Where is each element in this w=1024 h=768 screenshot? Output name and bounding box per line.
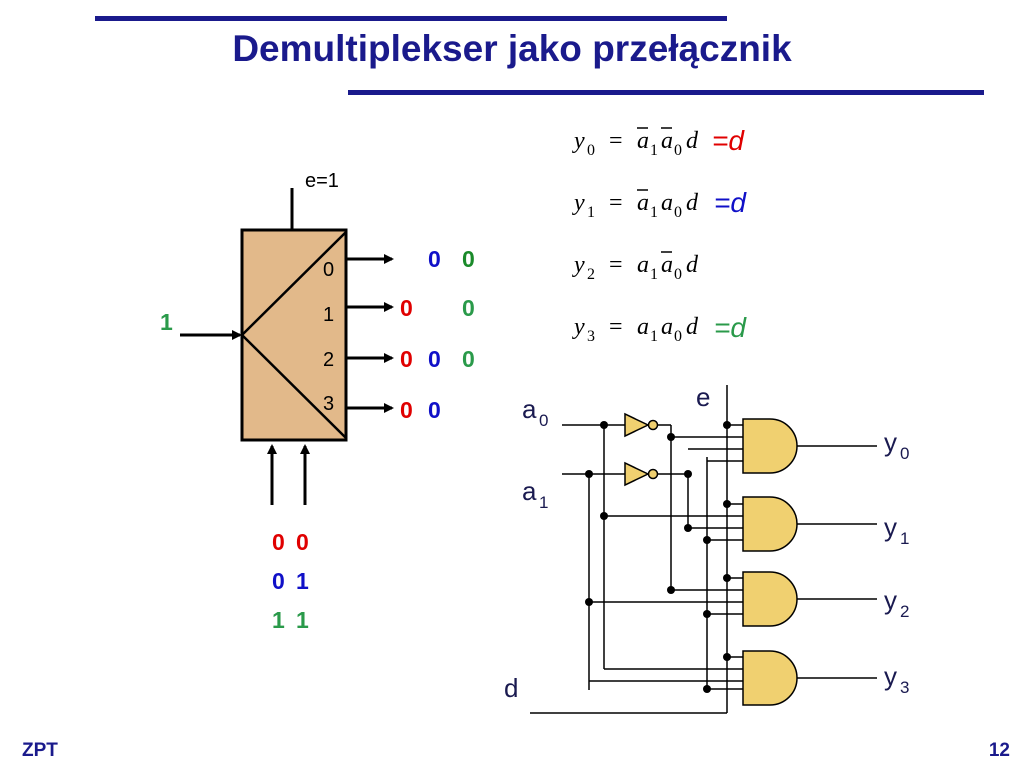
out2-blue: 0 xyxy=(428,346,441,372)
svg-text:=: = xyxy=(609,252,623,278)
out1-green: 0 xyxy=(462,295,475,321)
page-number: 12 xyxy=(988,740,1010,761)
y2-label: y xyxy=(884,585,897,615)
svg-text:a: a xyxy=(661,128,673,154)
svg-text:d: d xyxy=(686,128,699,154)
output-values: 0 0 0 0 0 0 0 0 0 xyxy=(400,246,475,423)
y0-sub: 0 xyxy=(900,444,909,463)
combo1-a1: 0 xyxy=(272,568,285,594)
svg-text:=: = xyxy=(609,314,623,340)
svg-text:1: 1 xyxy=(650,204,658,221)
enable-label: e=1 xyxy=(305,170,339,192)
svg-text:3: 3 xyxy=(587,328,595,345)
svg-text:y: y xyxy=(572,128,585,154)
svg-text:0: 0 xyxy=(674,204,682,221)
inverter-a1 xyxy=(624,461,650,487)
out0-blue: 0 xyxy=(428,246,441,272)
y1-sub: 1 xyxy=(900,529,909,548)
svg-text:0: 0 xyxy=(674,266,682,283)
y3-sub: 3 xyxy=(900,678,909,697)
y0-label: y xyxy=(884,427,897,457)
a0-sub: 0 xyxy=(539,411,548,430)
svg-text:d: d xyxy=(686,190,699,216)
svg-text:0: 0 xyxy=(674,142,682,159)
svg-text:d: d xyxy=(686,314,699,340)
and-gate-0 xyxy=(742,418,798,474)
combo0-a0: 0 xyxy=(296,529,309,555)
svg-text:a: a xyxy=(637,190,649,216)
eq-y3-d: =d xyxy=(714,312,747,343)
a0-label: a xyxy=(522,394,537,424)
svg-text:a: a xyxy=(661,190,673,216)
e-label: e xyxy=(696,382,710,412)
combo1-a0: 1 xyxy=(296,568,309,594)
svg-text:1: 1 xyxy=(587,204,595,221)
combo2-a0: 1 xyxy=(296,607,309,633)
combo2-a1: 1 xyxy=(272,607,285,633)
gate-circuit: a 0 a 1 d e y 0 y 1 y 2 y 3 xyxy=(504,382,909,714)
y3-label: y xyxy=(884,661,897,691)
a1-sub: 1 xyxy=(539,493,548,512)
svg-text:1: 1 xyxy=(650,328,658,345)
eq-y1-d: =d xyxy=(714,187,747,218)
out2-red: 0 xyxy=(400,346,413,372)
output-index-3: 3 xyxy=(323,393,334,415)
output-index-2: 2 xyxy=(323,349,334,371)
slide-title: Demultiplekser jako przełącznik xyxy=(232,28,792,69)
y1-label: y xyxy=(884,512,897,542)
and-gate-2 xyxy=(742,571,798,627)
out3-blue: 0 xyxy=(428,397,441,423)
output-index-1: 1 xyxy=(323,304,334,326)
combo0-a1: 0 xyxy=(272,529,285,555)
inverter-a0 xyxy=(624,412,650,438)
out1-red: 0 xyxy=(400,295,413,321)
data-input-value: 1 xyxy=(160,309,173,335)
title-rule-top xyxy=(95,16,727,21)
a1-label: a xyxy=(522,476,537,506)
demux-block: e=1 0 1 2 3 1 xyxy=(160,170,394,505)
svg-text:0: 0 xyxy=(587,142,595,159)
title-rule-bottom xyxy=(348,90,984,95)
out3-red: 0 xyxy=(400,397,413,423)
svg-text:a: a xyxy=(661,252,673,278)
svg-text:d: d xyxy=(686,252,699,278)
svg-text:a: a xyxy=(661,314,673,340)
svg-text:0: 0 xyxy=(674,328,682,345)
svg-text:a: a xyxy=(637,128,649,154)
svg-text:1: 1 xyxy=(650,142,658,159)
y2-sub: 2 xyxy=(900,602,909,621)
out2-green: 0 xyxy=(462,346,475,372)
d-label: d xyxy=(504,673,518,703)
svg-text:a: a xyxy=(637,314,649,340)
svg-text:y: y xyxy=(572,190,585,216)
svg-text:y: y xyxy=(572,314,585,340)
svg-text:2: 2 xyxy=(587,266,595,283)
footer-left: ZPT xyxy=(22,740,58,761)
and-gate-1 xyxy=(742,496,798,552)
svg-text:=: = xyxy=(609,128,623,154)
out0-green: 0 xyxy=(462,246,475,272)
svg-text:=: = xyxy=(609,190,623,216)
and-gate-3 xyxy=(742,650,798,706)
svg-text:y: y xyxy=(572,252,585,278)
eq-y0-d: =d xyxy=(712,125,745,156)
svg-text:1: 1 xyxy=(650,266,658,283)
select-combos: 0 0 0 1 1 1 xyxy=(272,529,309,633)
svg-text:a: a xyxy=(637,252,649,278)
output-index-0: 0 xyxy=(323,259,334,281)
